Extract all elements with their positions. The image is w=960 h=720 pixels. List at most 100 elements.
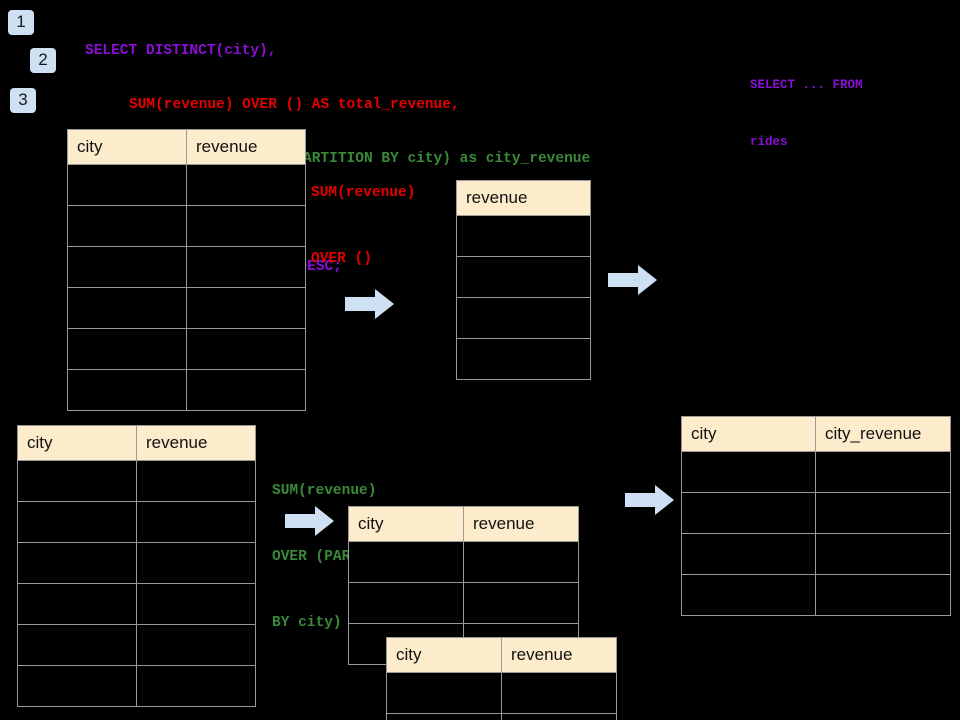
partition-table-front: city revenue bbox=[386, 637, 617, 720]
sql-line-2: SUM(revenue) OVER () AS total_revenue, bbox=[129, 97, 460, 113]
arrow-total-to-result bbox=[608, 265, 657, 295]
cell-revenue bbox=[501, 672, 617, 714]
table-row bbox=[67, 164, 306, 206]
cell-revenue bbox=[456, 297, 591, 339]
cell-revenue bbox=[186, 246, 306, 288]
column-header-city: city bbox=[386, 637, 502, 673]
cell-city-revenue bbox=[815, 574, 951, 616]
step-badge-3-label: 3 bbox=[18, 90, 28, 109]
table-row bbox=[67, 328, 306, 370]
annotation-sum-over-partition-line-3: BY city) bbox=[272, 615, 342, 631]
source-table-top: city revenue bbox=[67, 129, 306, 411]
table-row bbox=[67, 205, 306, 247]
cell-city bbox=[681, 533, 816, 575]
cell-city bbox=[681, 451, 816, 493]
cell-city bbox=[17, 460, 137, 502]
source-table-bottom: city revenue bbox=[17, 425, 256, 707]
cell-revenue bbox=[136, 542, 256, 584]
table-row bbox=[17, 624, 256, 666]
cell-revenue bbox=[136, 583, 256, 625]
cell-city bbox=[67, 164, 187, 206]
table-row bbox=[681, 574, 951, 616]
cell-revenue bbox=[186, 328, 306, 370]
cell-city bbox=[17, 501, 137, 543]
step-badge-1: 1 bbox=[8, 10, 34, 35]
cell-revenue bbox=[186, 164, 306, 206]
column-header-city: city bbox=[17, 425, 137, 461]
column-header-revenue: revenue bbox=[456, 180, 591, 216]
cell-revenue bbox=[186, 205, 306, 247]
table-row bbox=[67, 287, 306, 329]
column-header-revenue: revenue bbox=[136, 425, 256, 461]
annotation-sum-over-empty-line-2: OVER () bbox=[311, 251, 372, 267]
cell-city bbox=[67, 287, 187, 329]
table-row bbox=[348, 541, 579, 583]
table-row bbox=[681, 533, 951, 575]
table-header-row: city revenue bbox=[386, 637, 617, 673]
annotation-sum-over-partition-line-1: SUM(revenue) bbox=[272, 483, 377, 499]
column-header-city: city bbox=[348, 506, 464, 542]
table-header-row: city revenue bbox=[348, 506, 579, 542]
cell-revenue bbox=[501, 713, 617, 720]
cell-revenue bbox=[136, 501, 256, 543]
annotation-sum-over-empty: SUM(revenue) OVER () bbox=[311, 138, 415, 314]
cell-city bbox=[681, 492, 816, 534]
table-row bbox=[17, 501, 256, 543]
arrow-source-to-partition bbox=[285, 506, 334, 536]
cell-city bbox=[17, 542, 137, 584]
step-badge-2-label: 2 bbox=[38, 50, 48, 69]
table-row bbox=[348, 582, 579, 624]
column-header-revenue: revenue bbox=[186, 129, 306, 165]
cell-city bbox=[386, 672, 502, 714]
cell-city bbox=[67, 205, 187, 247]
annotation-sum-over-partition: SUM(revenue) OVER (PARTITION BY city) bbox=[272, 436, 403, 678]
table-header-row: city revenue bbox=[67, 129, 306, 165]
cell-city-revenue bbox=[815, 533, 951, 575]
column-header-revenue: revenue bbox=[501, 637, 617, 673]
cell-city-revenue bbox=[815, 492, 951, 534]
arrow-partition-to-result bbox=[625, 485, 674, 515]
cell-revenue bbox=[136, 624, 256, 666]
annotation-sum-over-empty-line-1: SUM(revenue) bbox=[311, 185, 416, 201]
cell-revenue bbox=[463, 582, 579, 624]
column-header-city: city bbox=[67, 129, 187, 165]
table-header-row: city revenue bbox=[17, 425, 256, 461]
annotation-select-from-rides-line-1: SELECT ... FROM bbox=[750, 78, 863, 92]
cell-city-revenue bbox=[815, 451, 951, 493]
cell-city bbox=[17, 665, 137, 707]
table-row bbox=[17, 665, 256, 707]
cell-revenue bbox=[136, 460, 256, 502]
step-badge-3: 3 bbox=[10, 88, 36, 113]
table-row bbox=[681, 451, 951, 493]
cell-revenue bbox=[463, 541, 579, 583]
table-row bbox=[386, 713, 617, 720]
table-row bbox=[456, 256, 591, 298]
table-row bbox=[456, 297, 591, 339]
table-row bbox=[456, 338, 591, 380]
column-header-city-revenue: city_revenue bbox=[815, 416, 951, 452]
cell-city bbox=[348, 582, 464, 624]
table-header-row: city city_revenue bbox=[681, 416, 951, 452]
annotation-select-from-rides: SELECT ... FROM rides bbox=[750, 38, 863, 190]
table-row bbox=[17, 542, 256, 584]
cell-city bbox=[17, 624, 137, 666]
cell-city bbox=[67, 246, 187, 288]
cell-revenue bbox=[186, 369, 306, 411]
table-row bbox=[17, 460, 256, 502]
table-row bbox=[386, 672, 617, 714]
annotation-select-from-rides-line-2: rides bbox=[750, 135, 788, 149]
table-row bbox=[456, 215, 591, 257]
table-row bbox=[67, 369, 306, 411]
cell-revenue bbox=[186, 287, 306, 329]
cell-city bbox=[386, 713, 502, 720]
cell-city bbox=[67, 369, 187, 411]
table-row bbox=[17, 583, 256, 625]
column-header-revenue: revenue bbox=[463, 506, 579, 542]
cell-revenue bbox=[136, 665, 256, 707]
table-row bbox=[67, 246, 306, 288]
cell-revenue bbox=[456, 215, 591, 257]
arrow-source-to-total bbox=[345, 289, 394, 319]
cell-city bbox=[348, 541, 464, 583]
step-badge-1-label: 1 bbox=[16, 12, 26, 31]
